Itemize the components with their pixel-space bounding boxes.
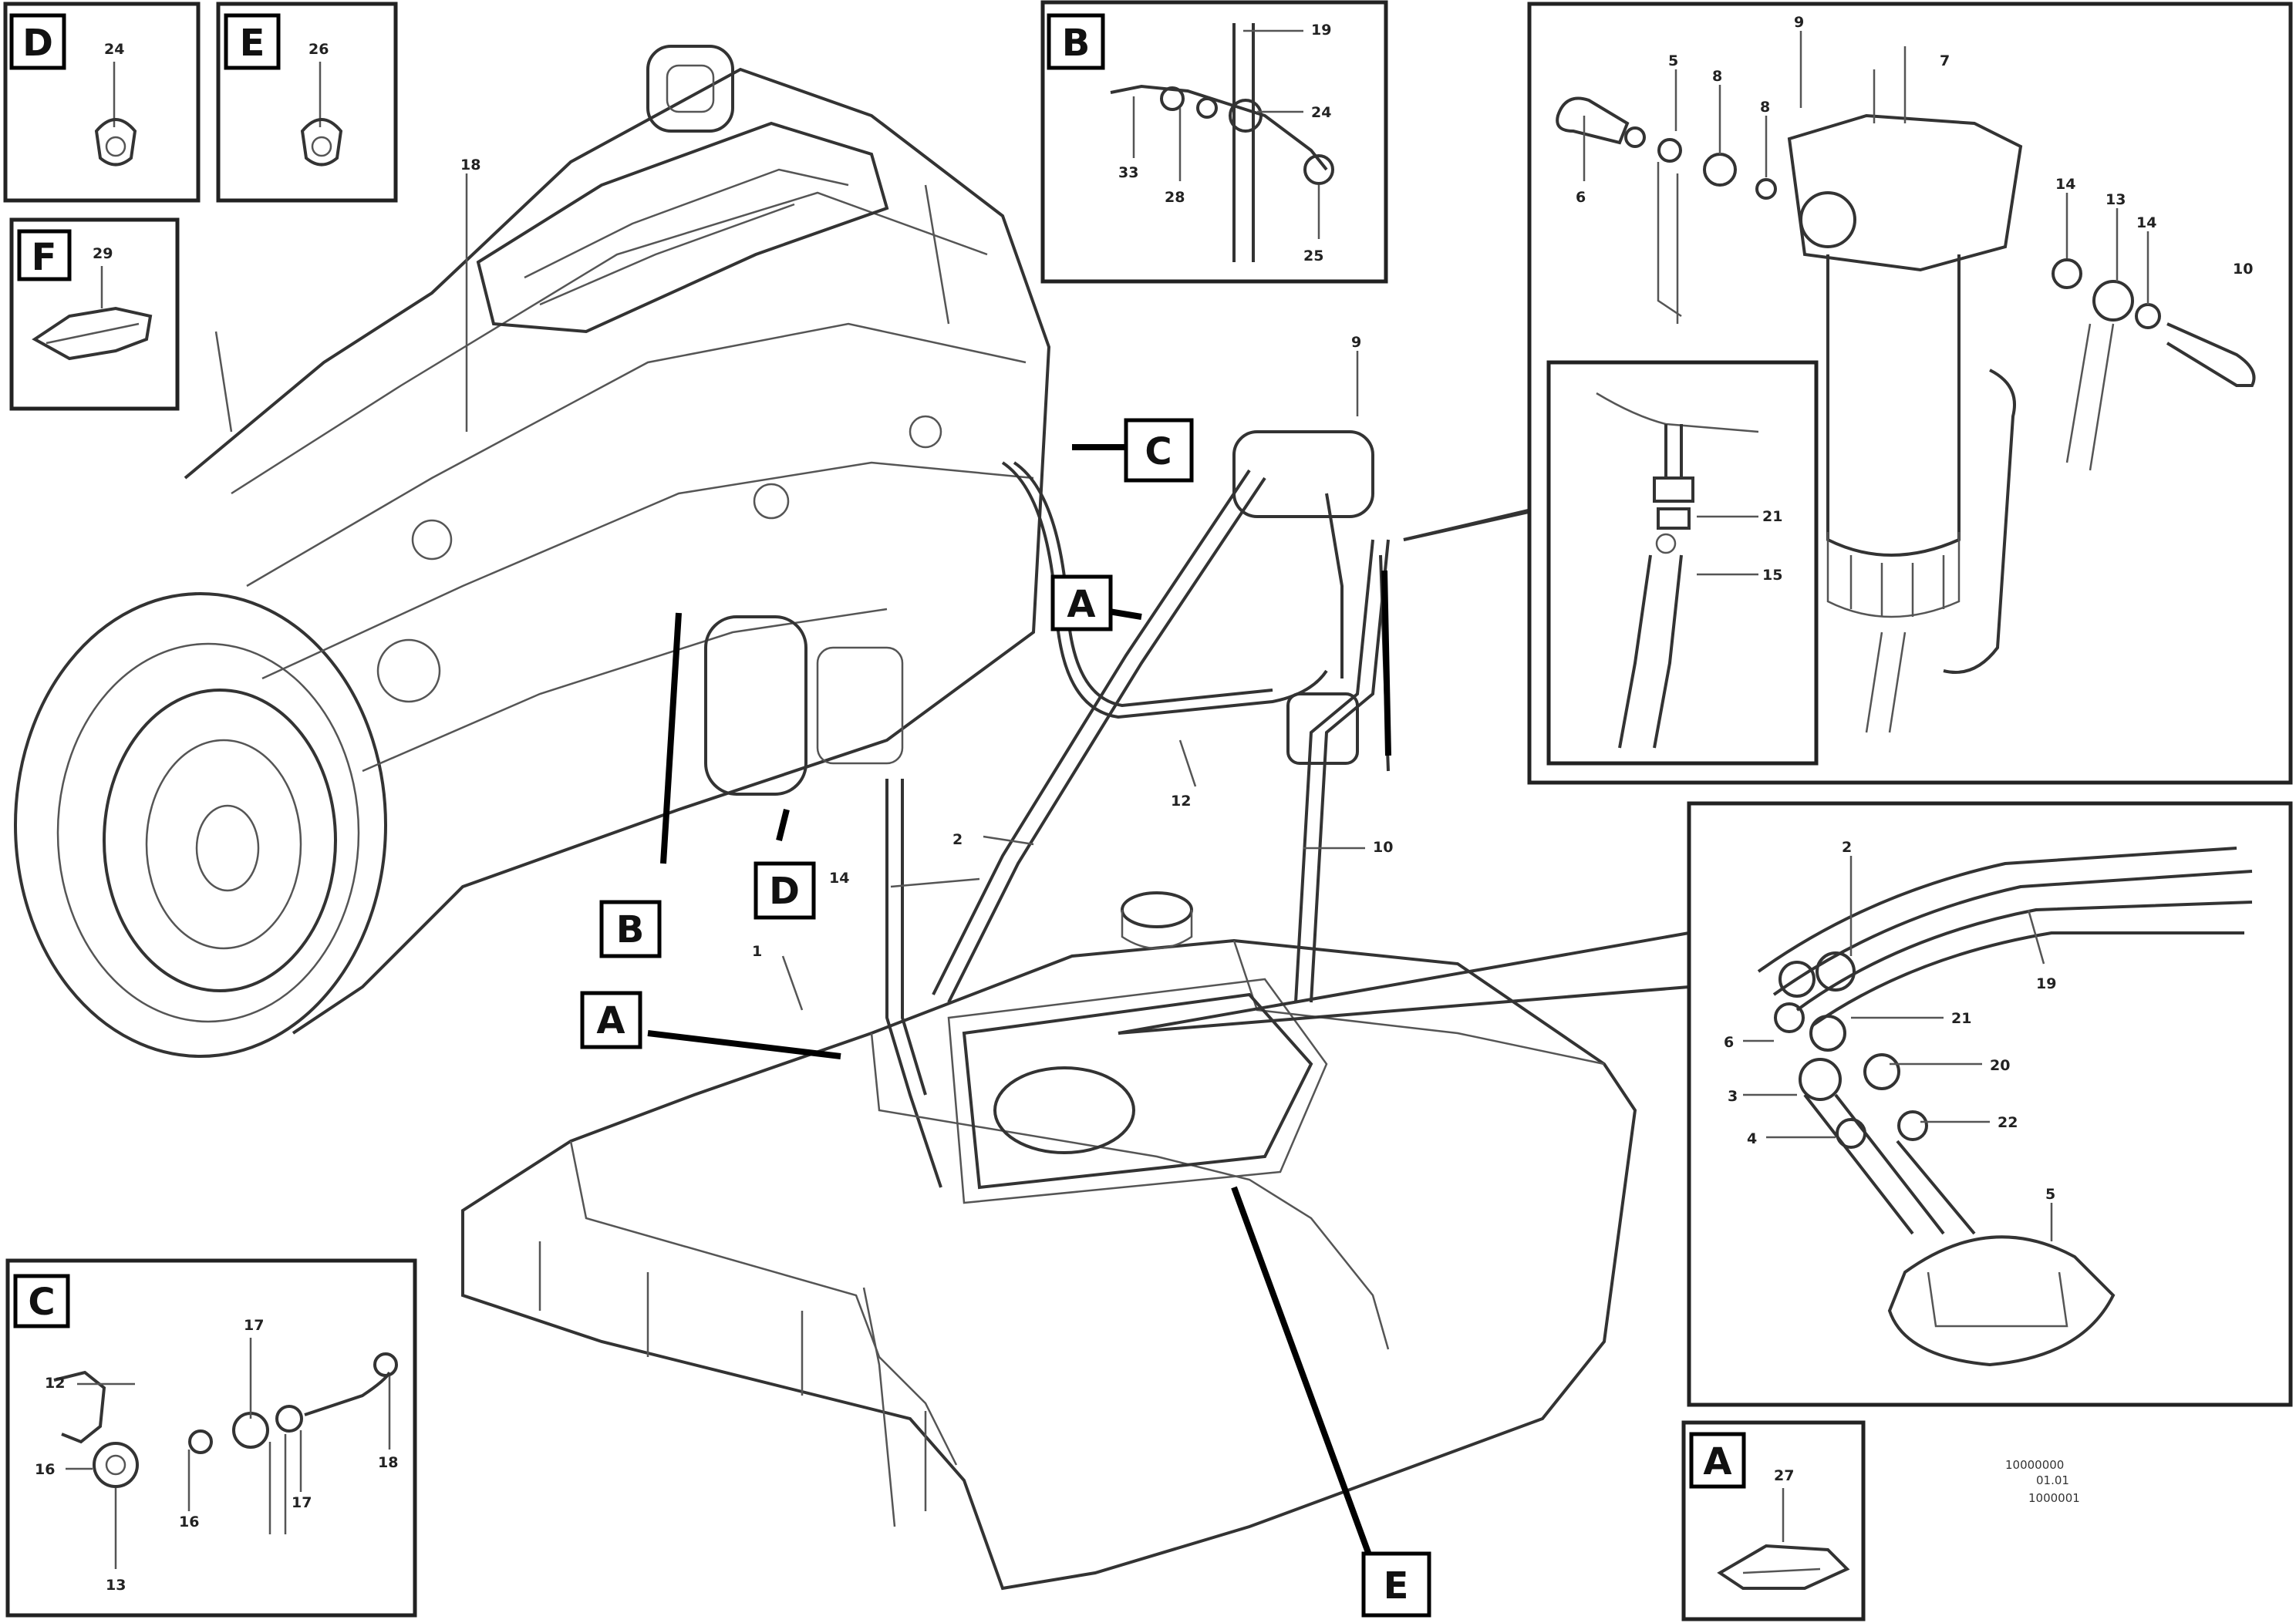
detail-b-part-24: 24 [1311, 104, 1331, 121]
tank-part-19: 19 [2036, 975, 2056, 992]
callout-tag-a-right: A [1050, 574, 1113, 631]
main-callouts: C A B D A E [580, 418, 1431, 1618]
detail-frame-e: E 26 [216, 2, 398, 203]
filter-part-7: 7 [1940, 52, 1950, 69]
filter-part-9: 9 [1794, 14, 1804, 31]
main-part-10: 10 [1373, 839, 1393, 856]
detail-b-part-33: 33 [1118, 164, 1138, 181]
main-part-1: 1 [752, 943, 762, 960]
detail-c-part-16a: 16 [35, 1461, 55, 1478]
filter-part-14b: 14 [2136, 214, 2156, 231]
detail-frame-b: B 19 24 33 28 25 [1040, 0, 1388, 284]
detail-frame-tank-unit: 2 19 6 21 3 20 4 22 5 [1687, 801, 2293, 1407]
detail-a-part-27: 27 [1774, 1467, 1794, 1484]
doc-code-line-2: 01.01 [2036, 1473, 2069, 1487]
tank-part-5: 5 [2045, 1186, 2055, 1203]
filter-part-13: 13 [2106, 191, 2126, 208]
main-part-2: 2 [952, 831, 963, 848]
tank-part-3: 3 [1728, 1088, 1738, 1105]
tank-part-20: 20 [1990, 1057, 2010, 1074]
detail-frame-d: D 24 [3, 2, 201, 203]
engine-illustration [14, 45, 1051, 1058]
callout-tag-e: E [1361, 1551, 1431, 1618]
detail-c-part-16b: 16 [179, 1514, 199, 1530]
tank-part-21: 21 [1951, 1010, 1971, 1027]
doc-code-line-1: 10000000 [2005, 1458, 2064, 1472]
filter-inset-detail: 21 15 [1546, 360, 1819, 766]
detail-c-part-17a: 17 [244, 1317, 264, 1334]
detail-c-part-12: 12 [45, 1375, 65, 1392]
svg-text:B: B [616, 908, 645, 951]
svg-text:A: A [1067, 583, 1095, 626]
detail-b-part-28: 28 [1165, 189, 1185, 206]
main-part-18: 18 [460, 157, 480, 173]
fuel-lines [885, 430, 1391, 1188]
filter-part-10: 10 [2233, 261, 2253, 278]
filter-inset-part-15: 15 [1762, 567, 1782, 584]
detail-b-part-25: 25 [1303, 247, 1323, 264]
main-part-numbers: 18 9 12 2 10 14 1 [460, 157, 1393, 960]
svg-text:A: A [596, 999, 625, 1042]
detail-b-part-19: 19 [1311, 22, 1331, 39]
svg-text:B: B [1062, 22, 1091, 65]
tank-part-22: 22 [1998, 1114, 2018, 1131]
main-part-9: 9 [1351, 334, 1361, 351]
tank-part-2: 2 [1842, 839, 1852, 856]
callout-tag-c: C [1124, 418, 1194, 483]
main-part-14: 14 [829, 870, 849, 887]
detail-frame-c: C 17 12 16 16 17 18 13 [5, 1258, 417, 1618]
filter-part-14: 14 [2055, 176, 2075, 193]
callout-lines [647, 444, 1690, 1567]
callout-tag-b: B [599, 900, 662, 958]
detail-c-part-18: 18 [378, 1454, 398, 1471]
detail-e-part-26: 26 [308, 41, 329, 58]
main-leaders [781, 351, 1365, 1011]
svg-text:E: E [240, 22, 265, 65]
callout-tag-d: D [754, 861, 816, 920]
svg-text:C: C [28, 1281, 55, 1324]
main-part-12: 12 [1171, 793, 1191, 810]
filter-part-5: 5 [1668, 52, 1678, 69]
document-code: 10000000 01.01 1000001 [2005, 1458, 2080, 1505]
detail-frame-filter: 6 5 8 9 8 7 14 13 14 10 21 15 [1527, 2, 2293, 785]
tank-part-4: 4 [1747, 1130, 1757, 1147]
filter-part-8b: 8 [1760, 99, 1770, 116]
svg-text:E: E [1384, 1564, 1409, 1608]
fuel-tank-illustration [461, 891, 1637, 1591]
svg-text:A: A [1703, 1440, 1731, 1483]
tank-part-6: 6 [1724, 1034, 1734, 1051]
filter-part-6: 6 [1576, 189, 1586, 206]
filter-part-8: 8 [1712, 68, 1722, 85]
callout-tag-a-left: A [580, 991, 642, 1049]
detail-frame-f: F 29 [9, 217, 180, 411]
detail-f-part-29: 29 [93, 245, 113, 262]
detail-c-part-13: 13 [106, 1577, 126, 1594]
detail-c-part-17b: 17 [292, 1494, 312, 1511]
svg-text:F: F [32, 236, 57, 279]
svg-text:D: D [22, 22, 53, 65]
svg-text:D: D [769, 870, 800, 913]
svg-text:C: C [1145, 430, 1172, 473]
detail-frame-a: A 27 [1681, 1420, 1866, 1621]
doc-code-line-3: 1000001 [2028, 1491, 2080, 1505]
detail-d-part-24: 24 [104, 41, 124, 58]
filter-inset-part-21: 21 [1762, 508, 1782, 525]
